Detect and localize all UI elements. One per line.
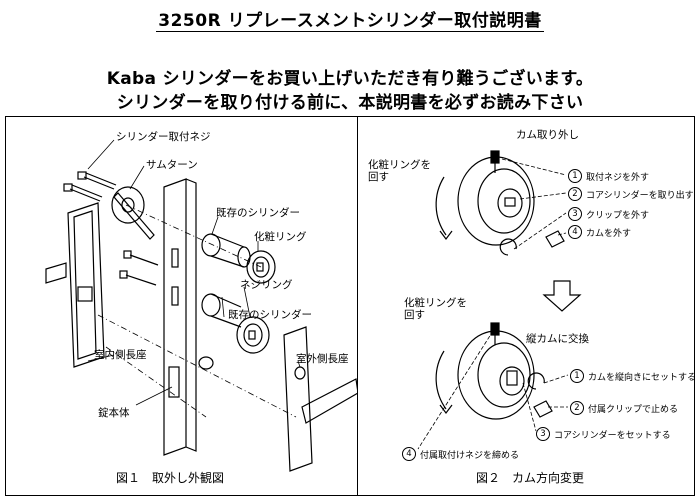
nut-icon — [198, 356, 214, 370]
label-existing-cylinder-2: 既存のシリンダー — [228, 309, 312, 321]
label-cylinder-screw: シリンダー取付ネジ — [116, 131, 211, 143]
rotation-arrow-icon — [435, 176, 447, 236]
label-inner-plate: 室内側長座 — [94, 349, 147, 361]
label-screw-ring: ネジリング — [240, 279, 293, 291]
label-rotate-ring-2: 化粧リングを 回す — [404, 297, 467, 321]
thumbturn-icon — [111, 186, 155, 240]
down-arrow-icon — [542, 280, 582, 312]
cylinder-screw-icon — [63, 171, 117, 202]
section-title-remove: カム取り外し — [516, 129, 579, 141]
figure-2-caption: 図２ カム方向変更 — [476, 471, 585, 485]
label-lock-body: 錠本体 — [98, 407, 130, 419]
rotation-arrow-icon — [435, 350, 447, 410]
label-existing-cylinder-1: 既存のシリンダー — [216, 207, 300, 219]
cylinder-assembly-bottom — [457, 322, 553, 420]
label-outer-plate: 室外側長座 — [296, 353, 349, 365]
rotation-arrow-head-icon — [439, 230, 453, 240]
lock-body-shape — [163, 178, 197, 456]
leader-lines — [87, 139, 301, 406]
figure-2-illustration — [417, 150, 582, 450]
cylinder-screw-icon — [119, 250, 159, 286]
document-title: 3250R リプレースメントシリンダー取付説明書 — [156, 11, 544, 32]
label-decor-ring: 化粧リング — [254, 231, 307, 243]
label-thumbturn: サムターン — [146, 159, 198, 171]
assembly-guide-lines — [97, 204, 297, 418]
screw-ring-icon — [236, 316, 270, 354]
existing-cylinder-icon — [201, 233, 251, 268]
rotation-arrow-head-icon — [439, 404, 453, 414]
section-title-install: 縦カムに交換 — [526, 333, 589, 345]
figure-1-caption: 図１ 取外し外観図 — [116, 471, 225, 485]
figure-1-illustration — [45, 139, 357, 472]
existing-cylinder-icon — [201, 293, 242, 328]
cylinder-assembly-top — [457, 150, 565, 256]
decor-ring-icon — [246, 250, 276, 284]
outer-plate-shape — [283, 326, 357, 472]
intro-line-1: Kaba シリンダーをお買い上げいただき有り難うございます。 — [106, 69, 594, 89]
inner-plate-shape — [45, 202, 105, 368]
figure-1-panel: シリンダー取付ネジ サムターン 既存のシリンダー 化粧リング ネジリング 既存の… — [5, 116, 358, 496]
label-rotate-ring-1: 化粧リングを 回す — [368, 159, 431, 183]
intro-line-2: シリンダーを取り付ける前に、本説明書を必ずお読み下さい — [116, 93, 584, 113]
step-leader-lines — [417, 158, 569, 450]
